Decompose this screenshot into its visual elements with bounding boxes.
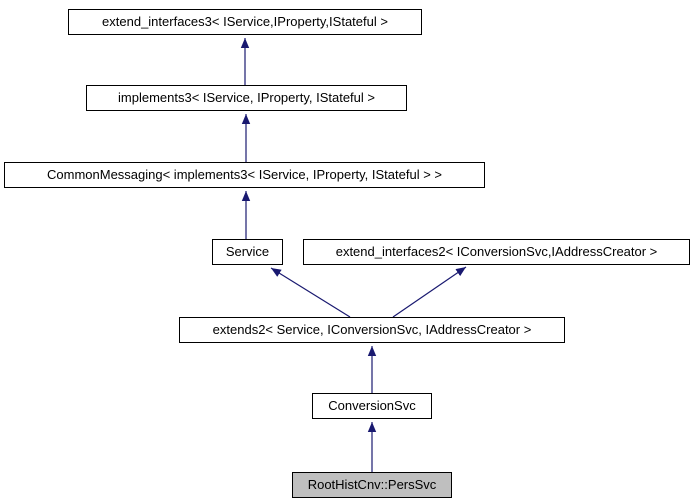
class-node-extends2[interactable]: extends2< Service, IConversionSvc, IAddr… [179,317,565,343]
edge-extends2-to-service [270,267,351,318]
class-node-implements3[interactable]: implements3< IService, IProperty, IState… [86,85,407,111]
class-node-roothistcnv-perssvc: RootHistCnv::PersSvc [292,472,452,498]
class-node-extend-interfaces3[interactable]: extend_interfaces3< IService,IProperty,I… [68,9,422,35]
edge-extends2-to-extend-interfaces2 [392,266,467,318]
class-node-service[interactable]: Service [212,239,283,265]
class-node-conversionsvc[interactable]: ConversionSvc [312,393,432,419]
class-node-commonmessaging[interactable]: CommonMessaging< implements3< IService, … [4,162,485,188]
class-node-extend-interfaces2[interactable]: extend_interfaces2< IConversionSvc,IAddr… [303,239,690,265]
